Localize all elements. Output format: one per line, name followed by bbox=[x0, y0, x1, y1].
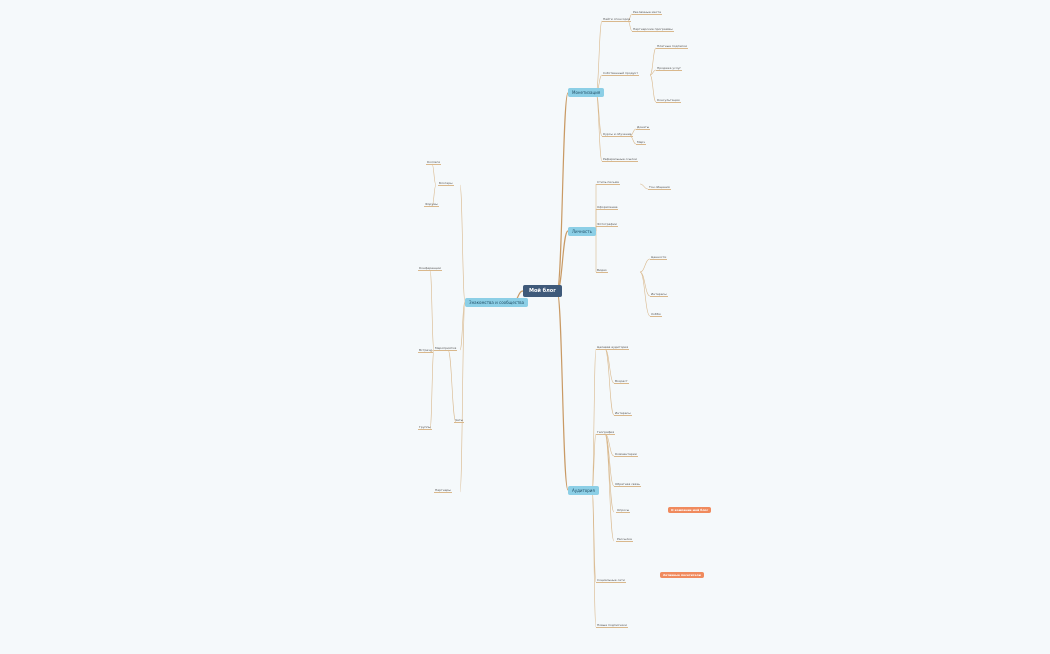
connector-line bbox=[431, 184, 437, 207]
node-conferences[interactable]: Конференции bbox=[418, 266, 442, 271]
node-bloggers[interactable]: Блогеры bbox=[438, 181, 454, 186]
node-interests[interactable]: Интересы bbox=[650, 292, 668, 297]
connector-line bbox=[591, 489, 597, 628]
node-ad-places[interactable]: Рекламные места bbox=[632, 10, 662, 15]
connector-line bbox=[429, 269, 435, 351]
node-geography[interactable]: География bbox=[596, 430, 616, 435]
branch-audience[interactable]: Аудитория bbox=[568, 486, 599, 495]
connector-line bbox=[591, 348, 597, 491]
node-sponsors[interactable]: Найти спонсоров bbox=[602, 17, 632, 22]
node-partners[interactable]: Партнеры bbox=[434, 488, 452, 493]
node-events[interactable]: Мероприятия bbox=[434, 346, 458, 351]
node-comments[interactable]: Комментарии bbox=[614, 452, 638, 457]
connector-line bbox=[459, 301, 466, 351]
node-courses[interactable]: Курсы и обучение bbox=[602, 132, 633, 137]
node-services[interactable]: Продажа услуг bbox=[656, 66, 683, 71]
connector-line bbox=[595, 20, 603, 94]
node-donations[interactable]: Донаты bbox=[636, 125, 651, 130]
node-target-audience[interactable]: Целевая аудитория bbox=[596, 345, 630, 350]
node-chats[interactable]: Чаты bbox=[454, 418, 465, 423]
tag-active-visitors[interactable]: Активные посетители bbox=[660, 572, 704, 578]
connector-line bbox=[627, 13, 633, 22]
node-audience-interests[interactable]: Интересы bbox=[614, 411, 632, 416]
connector-line bbox=[556, 290, 569, 491]
node-polls[interactable]: Опросы bbox=[616, 508, 631, 513]
node-tone[interactable]: Тон общения bbox=[648, 185, 671, 190]
tag-company[interactable]: О компании мой блог bbox=[668, 507, 712, 513]
node-own-product[interactable]: Собственный продукт bbox=[602, 71, 640, 76]
connector-line bbox=[649, 47, 657, 76]
connector-line bbox=[639, 271, 651, 317]
node-newsletter[interactable]: Рассылка bbox=[616, 537, 633, 542]
node-affiliate[interactable]: Партнерские программы bbox=[632, 27, 674, 32]
connector-line bbox=[629, 128, 637, 137]
node-meetups[interactable]: Встречи bbox=[418, 348, 433, 353]
connector-line bbox=[649, 74, 657, 103]
branch-communities[interactable]: Знакомства и сообщества bbox=[465, 298, 529, 307]
node-photos[interactable]: Фотографии bbox=[596, 222, 618, 227]
connector-line bbox=[459, 184, 466, 303]
connector-line bbox=[447, 349, 457, 423]
node-referral[interactable]: Реферальные ссылки bbox=[602, 157, 638, 162]
node-merch[interactable]: Мерч bbox=[636, 140, 647, 145]
node-groups[interactable]: Группы bbox=[418, 425, 432, 430]
connector-line bbox=[429, 349, 435, 353]
branch-personality[interactable]: Личность bbox=[568, 227, 596, 236]
connector-line bbox=[604, 348, 615, 416]
node-design[interactable]: Оформление bbox=[596, 205, 619, 210]
node-new-subscribers[interactable]: Новые подписчики bbox=[596, 623, 628, 628]
node-forums[interactable]: Форумы bbox=[424, 202, 439, 207]
root-node[interactable]: Мой блог bbox=[523, 285, 562, 297]
connector-line bbox=[639, 183, 649, 190]
connector-line bbox=[604, 433, 615, 542]
node-values[interactable]: Ценности bbox=[650, 255, 668, 260]
node-subscriptions[interactable]: Платные подписки bbox=[656, 44, 689, 49]
connector-line bbox=[604, 433, 615, 487]
node-writing-style[interactable]: Стиль письма bbox=[596, 180, 620, 185]
connector-line bbox=[604, 433, 615, 513]
node-colleagues[interactable]: Коллеги bbox=[426, 160, 442, 165]
connector-line bbox=[556, 92, 569, 292]
node-consulting[interactable]: Консультации bbox=[656, 98, 681, 103]
node-age[interactable]: Возраст bbox=[614, 379, 629, 384]
connector-line bbox=[639, 258, 651, 273]
branch-monetization[interactable]: Монетизация bbox=[568, 88, 605, 97]
connector-line bbox=[459, 301, 466, 493]
node-feedback[interactable]: Обратная связь bbox=[614, 482, 641, 487]
connector-line bbox=[649, 69, 657, 76]
node-hobby[interactable]: Хобби bbox=[650, 312, 662, 317]
connector-line bbox=[429, 349, 435, 430]
node-videos[interactable]: Видео bbox=[596, 268, 608, 273]
connector-line bbox=[431, 163, 437, 186]
connector-line bbox=[595, 92, 603, 162]
node-social[interactable]: Социальные сети bbox=[596, 578, 626, 583]
